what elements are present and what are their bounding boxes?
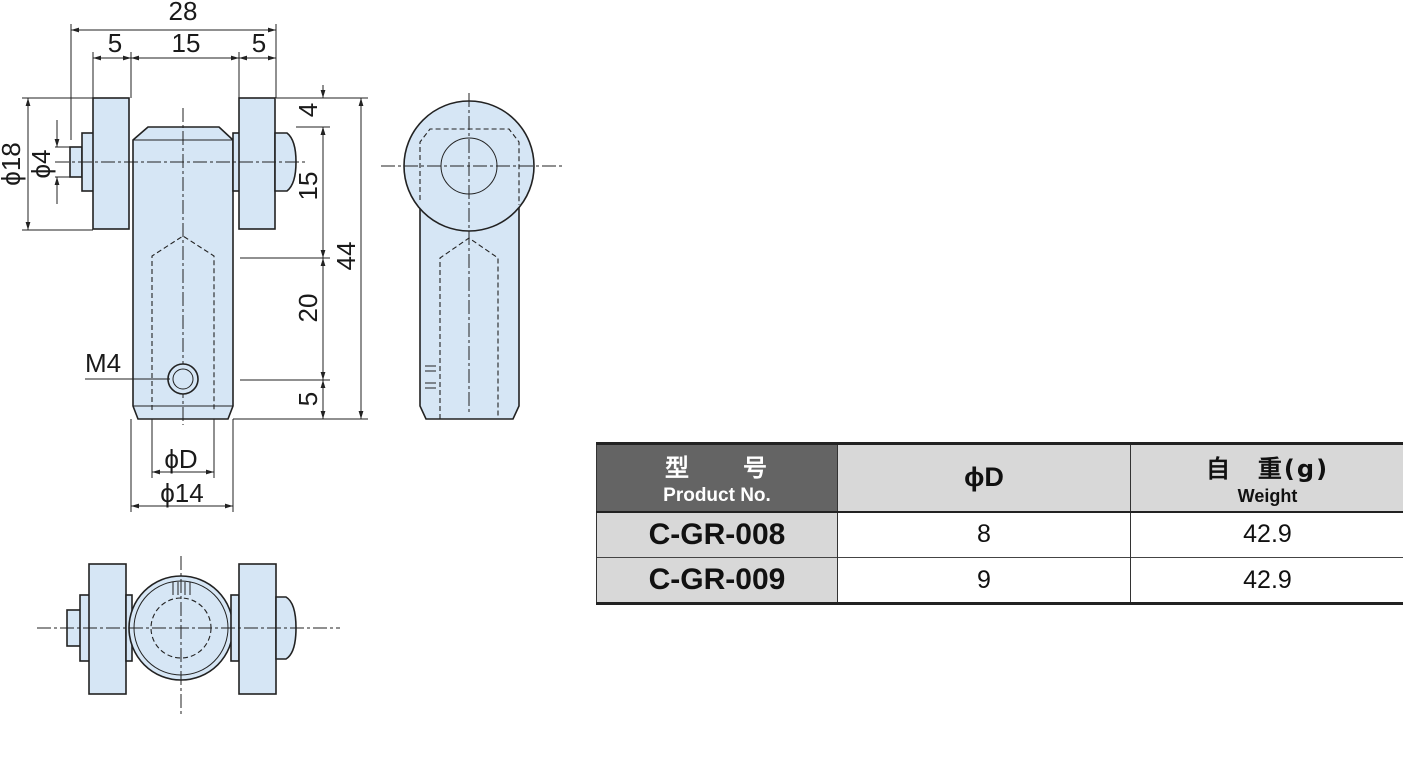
dim-top-offset: 4 (293, 103, 323, 117)
left-wheel (92, 97, 130, 230)
cell-diameter: 9 (837, 557, 1131, 604)
header-weight-jp: 自 重(g) (1205, 454, 1330, 483)
header-diameter: ϕD (837, 443, 1131, 512)
top-view (37, 556, 340, 714)
cell-weight: 42.9 (1130, 557, 1403, 604)
dim-center-width: 15 (172, 28, 201, 58)
header-weight-en: Weight (1237, 485, 1298, 506)
cell-diameter: 8 (837, 511, 1131, 558)
right-wheel (238, 97, 276, 230)
front-view: 28 5 15 5 ϕ18 ϕ4 4 15 44 20 5 M4 (0, 0, 368, 512)
header-model-en: Product No. (663, 485, 771, 507)
dim-bore-depth: 20 (293, 294, 323, 323)
dim-axle-diameter: ϕ4 (26, 149, 56, 178)
dim-left-wheel-width: 5 (108, 28, 122, 58)
header-weight: 自 重(g) Weight (1130, 443, 1403, 512)
dim-wheel-center-band: 15 (293, 172, 323, 201)
header-model-jp: 型 号 (665, 454, 769, 483)
dim-body-diameter: ϕ14 (160, 478, 203, 508)
dim-right-wheel-width: 5 (252, 28, 266, 58)
table-row: C-GR-008 8 42.9 (596, 511, 1403, 558)
dim-wheel-diameter: ϕ18 (0, 142, 26, 185)
table-header-row: 型 号 Product No. ϕD 自 重(g) Weight (596, 443, 1403, 512)
table-row: C-GR-009 9 42.9 (596, 557, 1403, 604)
cell-model: C-GR-008 (596, 511, 838, 558)
dim-bottom-offset: 5 (293, 392, 323, 406)
spec-table: 型 号 Product No. ϕD 自 重(g) Weight C-GR-00… (596, 442, 1403, 605)
dim-bore-diameter: ϕD (164, 444, 197, 474)
side-view (381, 93, 565, 420)
dim-overall-height: 44 (331, 242, 361, 271)
cell-model: C-GR-009 (596, 557, 838, 604)
header-model: 型 号 Product No. (596, 443, 838, 512)
dim-overall-width: 28 (169, 0, 198, 26)
cell-weight: 42.9 (1130, 511, 1403, 558)
label-screw: M4 (85, 348, 121, 378)
